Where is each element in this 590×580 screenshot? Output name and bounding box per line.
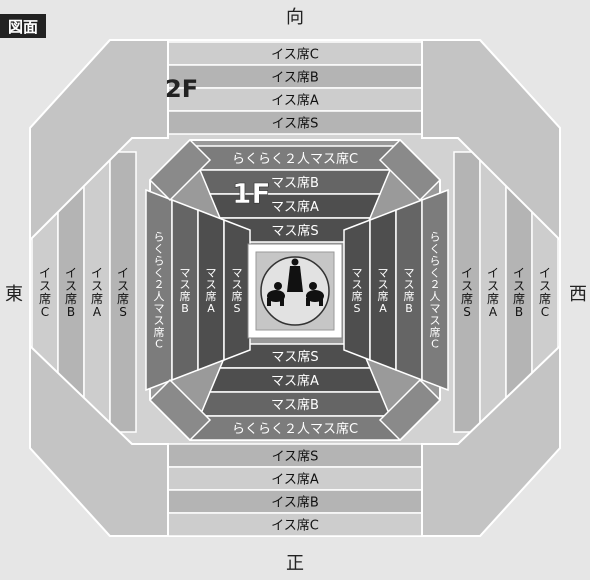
north-2f-row-label-0: イス席C (271, 46, 319, 62)
referee-icon (287, 258, 303, 292)
east-1f-col-3 (223, 218, 251, 362)
north-2f-row-label-1: イス席B (271, 69, 319, 85)
corner-1f-sw (148, 378, 212, 442)
north-1f-row-label-2: マス席A (271, 199, 319, 215)
south-1f-row-label-3: らくらく２人マス席C (232, 421, 358, 437)
north-2f-row-label-3: イス席S (272, 115, 319, 131)
south-2f-row-label-1: イス席A (271, 471, 319, 487)
east-2f-col-3 (109, 151, 137, 433)
lower-north-block: らくらく２人マス席C マス席B マス席A マス席S (188, 145, 402, 243)
north-2f-row-label-2: イス席A (271, 92, 319, 108)
upper-north-block: イス席C イス席B イス席A イス席S (167, 41, 423, 135)
upper-south-block: イス席S イス席A イス席B イス席C (167, 443, 423, 537)
wrestler-left-icon (267, 282, 285, 306)
corner-ne-block (421, 39, 561, 243)
badge-label: 図面 (8, 18, 38, 36)
south-1f-row-label-0: マス席S (271, 349, 318, 365)
south-1f-row-label-2: マス席B (271, 397, 319, 413)
badge-bg (0, 14, 46, 38)
floor-label-2f: 2F (165, 75, 198, 103)
corner-1f-se (378, 378, 442, 442)
direction-west: 西 (569, 284, 587, 305)
south-2f-row-label-2: イス席B (271, 494, 319, 510)
wrestler-right-icon (306, 282, 324, 306)
direction-east: 東 (5, 284, 23, 305)
corner-nw-block (29, 39, 169, 243)
corner-1f-ne (378, 138, 442, 202)
south-2f-row-label-3: イス席C (271, 517, 319, 533)
south-2f-row-label-0: イス席S (272, 448, 319, 464)
floor-label-1f: 1F (232, 177, 271, 210)
north-1f-row-label-0: らくらく２人マス席C (232, 151, 358, 167)
corner-1f-nw (148, 138, 212, 202)
corner-se-block (421, 343, 561, 537)
north-1f-row-label-1: マス席B (271, 175, 319, 191)
corner-sw-block (29, 343, 169, 537)
direction-south: 正 (286, 553, 304, 574)
north-1f-row-label-3: マス席S (271, 223, 318, 239)
west-1f-col-3 (421, 188, 449, 392)
direction-north: 向 (286, 7, 304, 28)
south-1f-row-label-1: マス席A (271, 373, 319, 389)
